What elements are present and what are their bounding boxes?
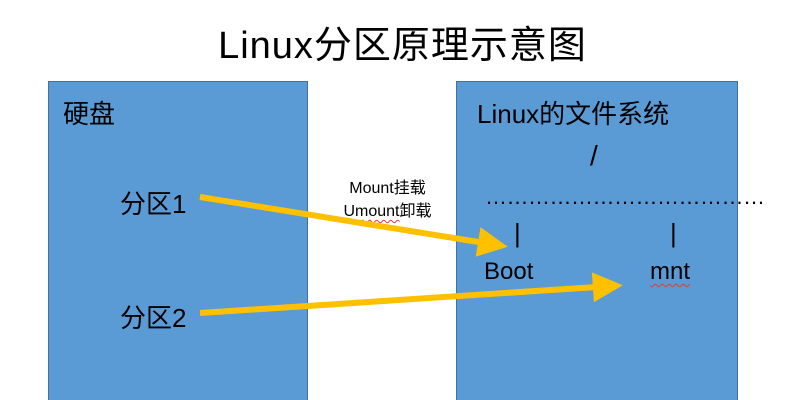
boot-directory-label: Boot	[484, 258, 534, 285]
hard-disk-box: 硬盘	[48, 81, 308, 400]
root-directory-label: /	[590, 140, 598, 171]
partition-2-to-mnt-arrow	[199, 272, 623, 316]
umount-word: Umount	[343, 203, 400, 220]
mount-label: Mount挂载	[349, 180, 426, 197]
dotted-separator-line: …………………………………	[485, 184, 765, 209]
partition-2-label: 分区2	[120, 303, 187, 333]
umount-label: Umount卸载	[330, 197, 445, 221]
partition-1-to-boot-arrow	[199, 194, 508, 257]
mnt-directory-label: mnt	[650, 258, 691, 285]
partition-1-label: 分区1	[120, 189, 187, 219]
diagram-title: Linux分区原理示意图	[218, 25, 587, 67]
hard-disk-label: 硬盘	[63, 99, 116, 129]
linux-filesystem-label: Linux的文件系统	[477, 99, 670, 129]
mnt-branch-line: |	[670, 218, 677, 248]
umount-suffix: 卸载	[399, 203, 432, 220]
boot-branch-line: |	[514, 218, 521, 248]
